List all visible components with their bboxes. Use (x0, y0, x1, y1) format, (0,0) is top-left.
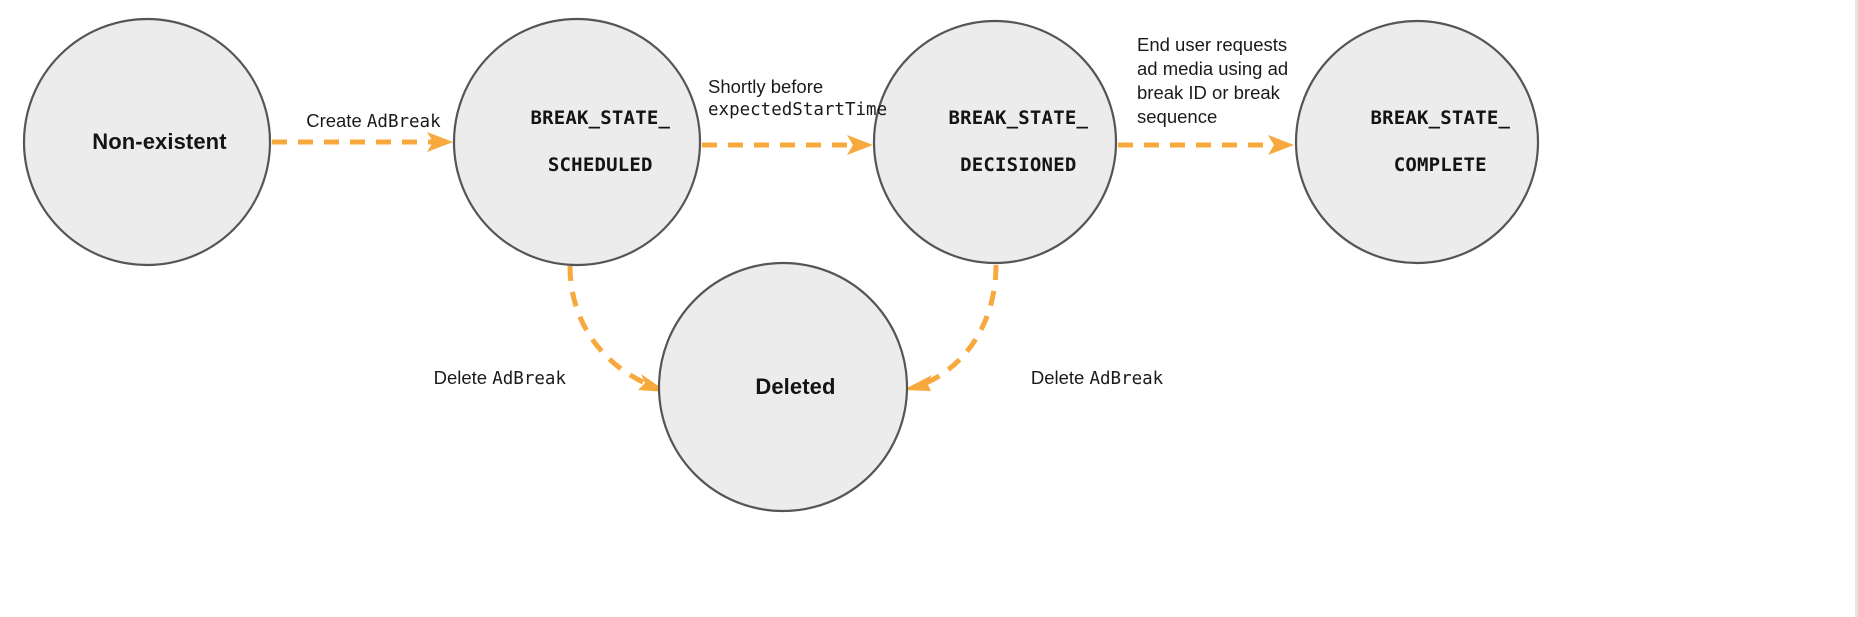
edge-delete-adbreak-from-decisioned (903, 264, 999, 391)
edge-create-adbreak-arrowhead (427, 132, 453, 152)
edge-create-adbreak (272, 132, 453, 152)
edge-end-user-requests-ad-media (1118, 135, 1294, 155)
edge-delete-from-scheduled-line (567, 265, 647, 386)
node-deleted[interactable] (657, 261, 909, 513)
node-break-state-complete[interactable] (1294, 19, 1540, 265)
node-break-state-scheduled[interactable] (452, 17, 702, 267)
edge-delete-from-decisioned-line (924, 264, 999, 386)
edge-shortly-before-arrowhead (847, 135, 873, 155)
node-break-state-decisioned[interactable] (872, 19, 1118, 265)
node-non-existent[interactable] (22, 17, 272, 267)
edge-delete-adbreak-from-scheduled (567, 265, 667, 392)
edge-delete-from-decisioned-arrowhead (903, 375, 932, 391)
vertical-scrollbar[interactable] (1855, 0, 1858, 617)
edge-end-user-requests-arrowhead (1268, 135, 1294, 155)
edge-shortly-before-expected-start-time (702, 135, 873, 155)
